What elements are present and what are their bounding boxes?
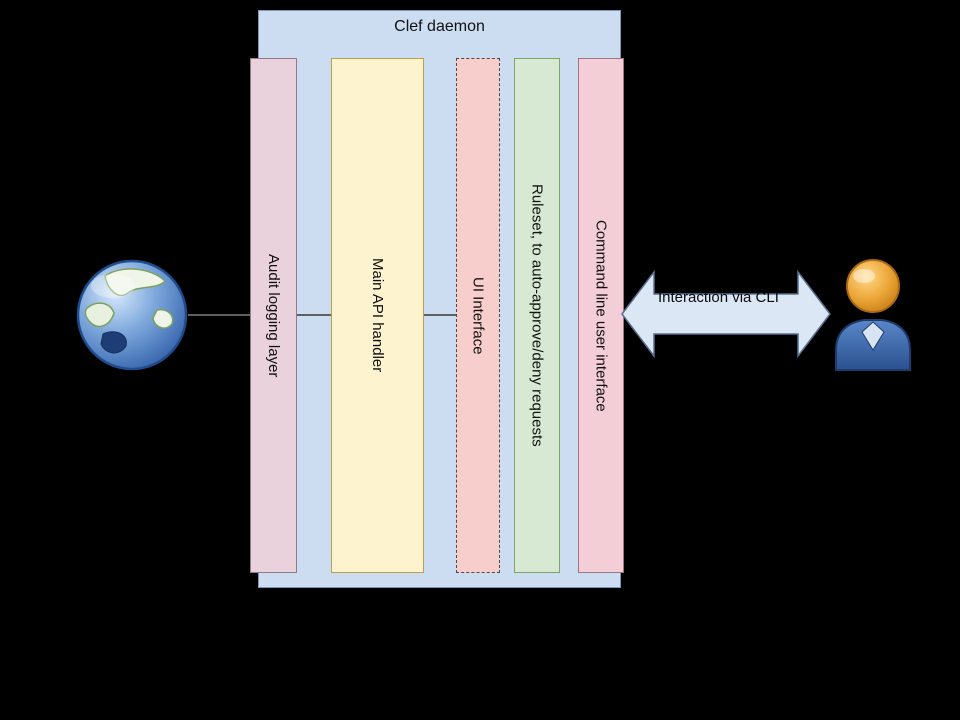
clef-daemon-container	[258, 10, 621, 588]
bar-label: UI Interface	[469, 276, 487, 355]
bar-label: Main API handler	[369, 258, 386, 373]
bar-label: Ruleset, to auto-approve/deny requests	[528, 184, 546, 447]
cli-arrow-label: Interaction via CLI	[658, 289, 779, 306]
connector-globe-to-audit	[188, 314, 250, 316]
bar-audit-logging-layer: Audit logging layer	[250, 58, 297, 573]
globe-icon	[75, 258, 189, 372]
user-icon	[830, 252, 916, 374]
bar-ui-interface: UI Interface	[456, 58, 500, 573]
bar-label: Command line user interface	[592, 219, 610, 412]
bar-ruleset: Ruleset, to auto-approve/deny requests	[514, 58, 560, 573]
cli-interaction-arrow	[620, 258, 832, 370]
connector-api-to-ui	[424, 314, 456, 316]
bar-label: Audit logging layer	[265, 253, 282, 378]
bar-command-line-user-interface: Command line user interface	[578, 58, 624, 573]
connector-audit-to-api	[297, 314, 331, 316]
clef-daemon-title: Clef daemon	[394, 18, 485, 35]
bar-main-api-handler: Main API handler	[331, 58, 424, 573]
